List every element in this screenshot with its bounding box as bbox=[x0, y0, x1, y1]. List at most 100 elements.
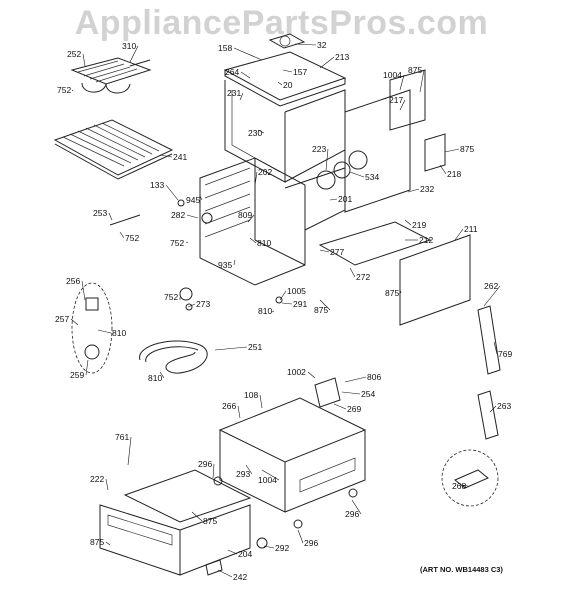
part-number-label: 875 bbox=[385, 288, 399, 298]
part-number-label: 810 bbox=[112, 328, 126, 338]
leader-line bbox=[254, 171, 258, 186]
sensor-assembly bbox=[71, 282, 113, 374]
leader-line bbox=[105, 541, 111, 546]
leader-line bbox=[351, 499, 362, 515]
leader-line bbox=[159, 371, 165, 379]
part-number-label: 292 bbox=[275, 543, 289, 553]
part-number-label: 273 bbox=[196, 299, 210, 309]
leader-line bbox=[199, 195, 203, 201]
part-number-label: 291 bbox=[293, 299, 307, 309]
leader-line bbox=[404, 219, 412, 226]
leader-line bbox=[237, 405, 241, 419]
leader-line bbox=[185, 241, 189, 244]
leader-line bbox=[271, 310, 275, 313]
oven-cavity bbox=[199, 157, 346, 286]
leader-line bbox=[217, 569, 233, 578]
warming-drawer bbox=[99, 469, 252, 576]
part-number-label: 875 bbox=[90, 537, 104, 547]
part-number-label: 202 bbox=[258, 167, 272, 177]
part-number-label: 809 bbox=[238, 210, 252, 220]
part-number-label: 752 bbox=[125, 233, 139, 243]
leader-line bbox=[307, 371, 316, 379]
leader-line bbox=[159, 154, 173, 158]
leader-line bbox=[85, 359, 89, 376]
part-number-label: 266 bbox=[222, 401, 236, 411]
latch-inset bbox=[441, 449, 499, 507]
part-number-label: 810 bbox=[257, 238, 271, 248]
leader-line bbox=[282, 69, 293, 73]
oven-rack bbox=[53, 119, 174, 180]
part-number-label: 204 bbox=[238, 549, 252, 559]
leader-line bbox=[239, 92, 244, 101]
leader-line bbox=[71, 89, 74, 92]
leader-line bbox=[108, 212, 113, 221]
leader-line bbox=[263, 545, 275, 549]
bottom-pan bbox=[318, 221, 432, 266]
drawer-rails bbox=[477, 305, 501, 440]
leader-line bbox=[191, 511, 203, 522]
part-number-label: 268 bbox=[452, 481, 466, 491]
leader-line bbox=[294, 43, 317, 46]
part-number-label: 223 bbox=[312, 144, 326, 154]
leader-line bbox=[439, 164, 447, 175]
side-panel bbox=[389, 69, 446, 172]
part-number-label: 875 bbox=[314, 305, 328, 315]
part-number-label: 875 bbox=[460, 144, 474, 154]
part-number-label: 875 bbox=[408, 65, 422, 75]
part-number-label: 272 bbox=[356, 272, 370, 282]
part-number-label: 296 bbox=[345, 509, 359, 519]
leader-line bbox=[341, 391, 361, 395]
part-number-label: 769 bbox=[498, 349, 512, 359]
part-number-label: 242 bbox=[233, 572, 247, 582]
part-number-label: 806 bbox=[367, 372, 381, 382]
leader-line bbox=[493, 341, 498, 355]
part-number-label: 158 bbox=[218, 43, 232, 53]
part-number-label: 241 bbox=[173, 152, 187, 162]
part-number-label: 20 bbox=[283, 80, 293, 90]
bake-element bbox=[139, 340, 208, 374]
part-number-label: 251 bbox=[248, 342, 262, 352]
part-number-label: 269 bbox=[347, 404, 361, 414]
leader-line bbox=[333, 403, 347, 410]
part-number-label: 1004 bbox=[383, 70, 402, 80]
leader-line bbox=[279, 290, 287, 301]
drawer-chassis bbox=[218, 397, 367, 513]
part-number-label: 752 bbox=[164, 292, 178, 302]
leader-line bbox=[419, 69, 425, 93]
leader-line bbox=[214, 346, 248, 351]
leader-line bbox=[257, 129, 265, 134]
part-number-label: 211 bbox=[464, 224, 478, 234]
part-number-label: 810 bbox=[148, 373, 162, 383]
leader-line bbox=[97, 329, 112, 334]
leader-line bbox=[277, 81, 283, 86]
leader-line bbox=[212, 463, 215, 479]
leader-line bbox=[259, 394, 263, 409]
part-number-label: 875 bbox=[203, 516, 217, 526]
part-number-label: 282 bbox=[171, 210, 185, 220]
leader-line bbox=[483, 285, 501, 307]
leader-line bbox=[349, 171, 365, 178]
leader-line bbox=[297, 529, 304, 544]
leader-line bbox=[240, 71, 251, 79]
part-number-label: 253 bbox=[93, 208, 107, 218]
leader-line bbox=[325, 148, 329, 171]
top-cover bbox=[223, 33, 347, 107]
leader-line bbox=[105, 478, 109, 491]
part-number-label: 752 bbox=[170, 238, 184, 248]
art-number: (ART NO. WB14483 C3) bbox=[420, 565, 503, 574]
part-number-label: 259 bbox=[70, 370, 84, 380]
part-number-label: 217 bbox=[389, 95, 403, 105]
part-number-label: 32 bbox=[317, 40, 327, 50]
leader-line bbox=[319, 249, 330, 253]
leader-line bbox=[444, 148, 460, 153]
part-number-label: 201 bbox=[338, 194, 352, 204]
part-number-label: 277 bbox=[330, 247, 344, 257]
leader-line bbox=[319, 299, 331, 311]
leader-line bbox=[319, 56, 335, 69]
part-number-label: 264 bbox=[225, 67, 239, 77]
leader-line bbox=[407, 188, 420, 193]
leader-line bbox=[399, 289, 402, 294]
leader-line bbox=[127, 436, 132, 466]
